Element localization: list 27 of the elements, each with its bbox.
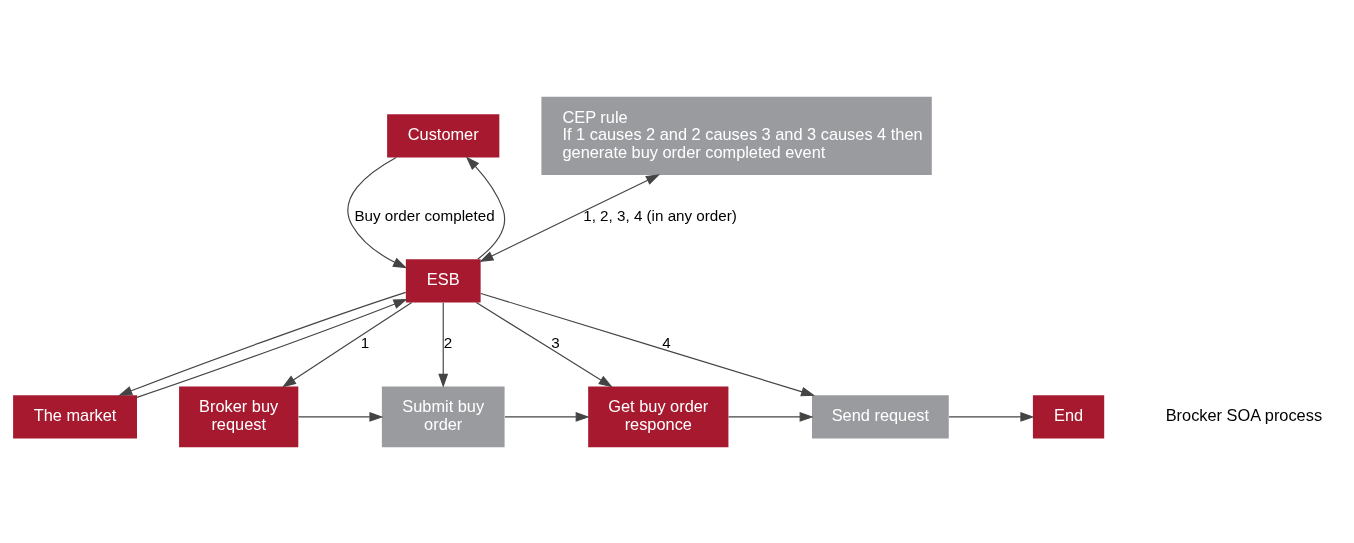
arrow xyxy=(282,301,413,387)
arrow xyxy=(504,411,590,422)
arrow xyxy=(480,292,816,396)
node-box: Submit buy order xyxy=(381,386,505,447)
arrow xyxy=(298,411,384,422)
edge-label: 4 xyxy=(662,333,671,351)
edge-label: 3 xyxy=(551,333,560,351)
node-box: Broker buy request xyxy=(179,386,299,447)
edge-label: 1 xyxy=(360,333,370,351)
arrow xyxy=(475,301,613,387)
arrow xyxy=(465,155,506,260)
arrow xyxy=(438,301,449,388)
node-box: Customer xyxy=(387,113,500,157)
edge-label: 1, 2, 3, 4 (in any order) xyxy=(583,206,737,224)
node-box: End xyxy=(1032,394,1105,439)
node-box: Send request xyxy=(812,394,949,439)
node-box: Get buy order responce xyxy=(588,386,729,447)
edge-label: Buy order completed xyxy=(354,206,495,224)
arrow xyxy=(728,411,814,422)
edge-label: 2 xyxy=(443,333,453,351)
arrow xyxy=(479,173,660,262)
label: Brocker SOA process xyxy=(1165,405,1323,424)
arrow xyxy=(948,411,1035,422)
node-box: The market xyxy=(13,394,137,439)
node-box: CEP rule If 1 causes 2 and 2 causes 3 and 3 causes 4 then generate buy order completed event xyxy=(541,96,932,175)
node-box: ESB xyxy=(405,258,481,302)
arrow xyxy=(347,156,408,268)
